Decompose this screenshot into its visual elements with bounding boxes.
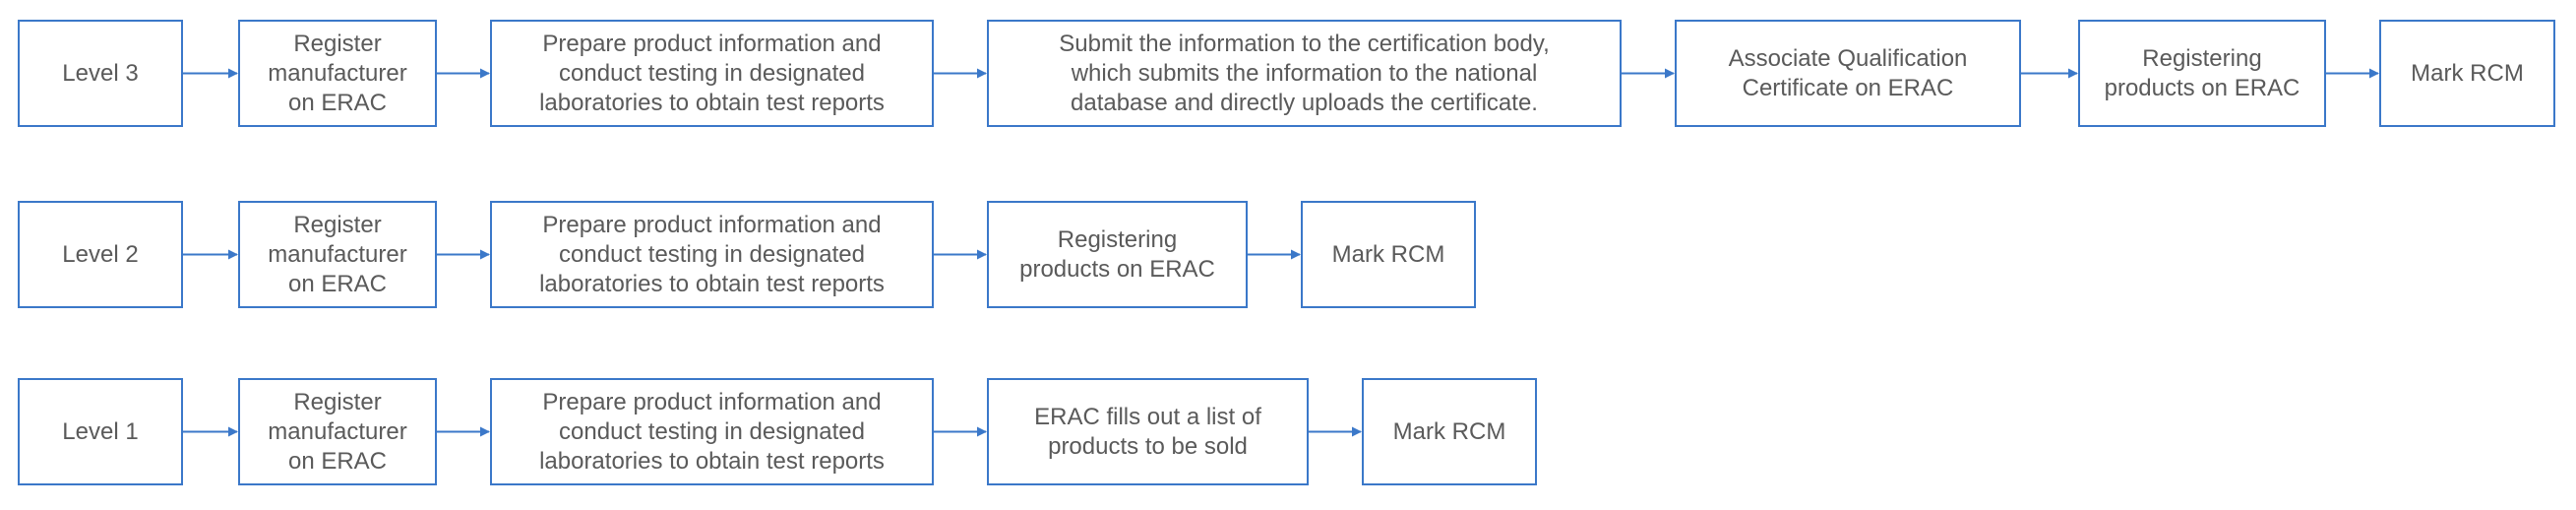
level-2-label: Level 2 [18, 201, 183, 308]
level-3-step-prepare-and-test: Prepare product information and conduct … [490, 20, 934, 127]
level-2-step-register-products: Registering products on ERAC [987, 201, 1248, 308]
level-1-step-erac-fills-list: ERAC fills out a list of products to be … [987, 378, 1309, 485]
level-1-label: Level 1 [18, 378, 183, 485]
level-2-step-register-manufacturer: Register manufacturer on ERAC [238, 201, 437, 308]
level-1-step-prepare-and-test: Prepare product information and conduct … [490, 378, 934, 485]
level-1-step-register-manufacturer: Register manufacturer on ERAC [238, 378, 437, 485]
level-1-step-mark-rcm: Mark RCM [1362, 378, 1537, 485]
level-3-step-associate-certificate: Associate Qualification Certificate on E… [1675, 20, 2021, 127]
level-3-step-mark-rcm: Mark RCM [2379, 20, 2555, 127]
level-3-step-register-products: Registering products on ERAC [2078, 20, 2326, 127]
level-3-step-register-manufacturer: Register manufacturer on ERAC [238, 20, 437, 127]
level-3-step-submit-to-certification-body: Submit the information to the certificat… [987, 20, 1622, 127]
level-3-label: Level 3 [18, 20, 183, 127]
level-2-step-mark-rcm: Mark RCM [1301, 201, 1476, 308]
level-2-step-prepare-and-test: Prepare product information and conduct … [490, 201, 934, 308]
